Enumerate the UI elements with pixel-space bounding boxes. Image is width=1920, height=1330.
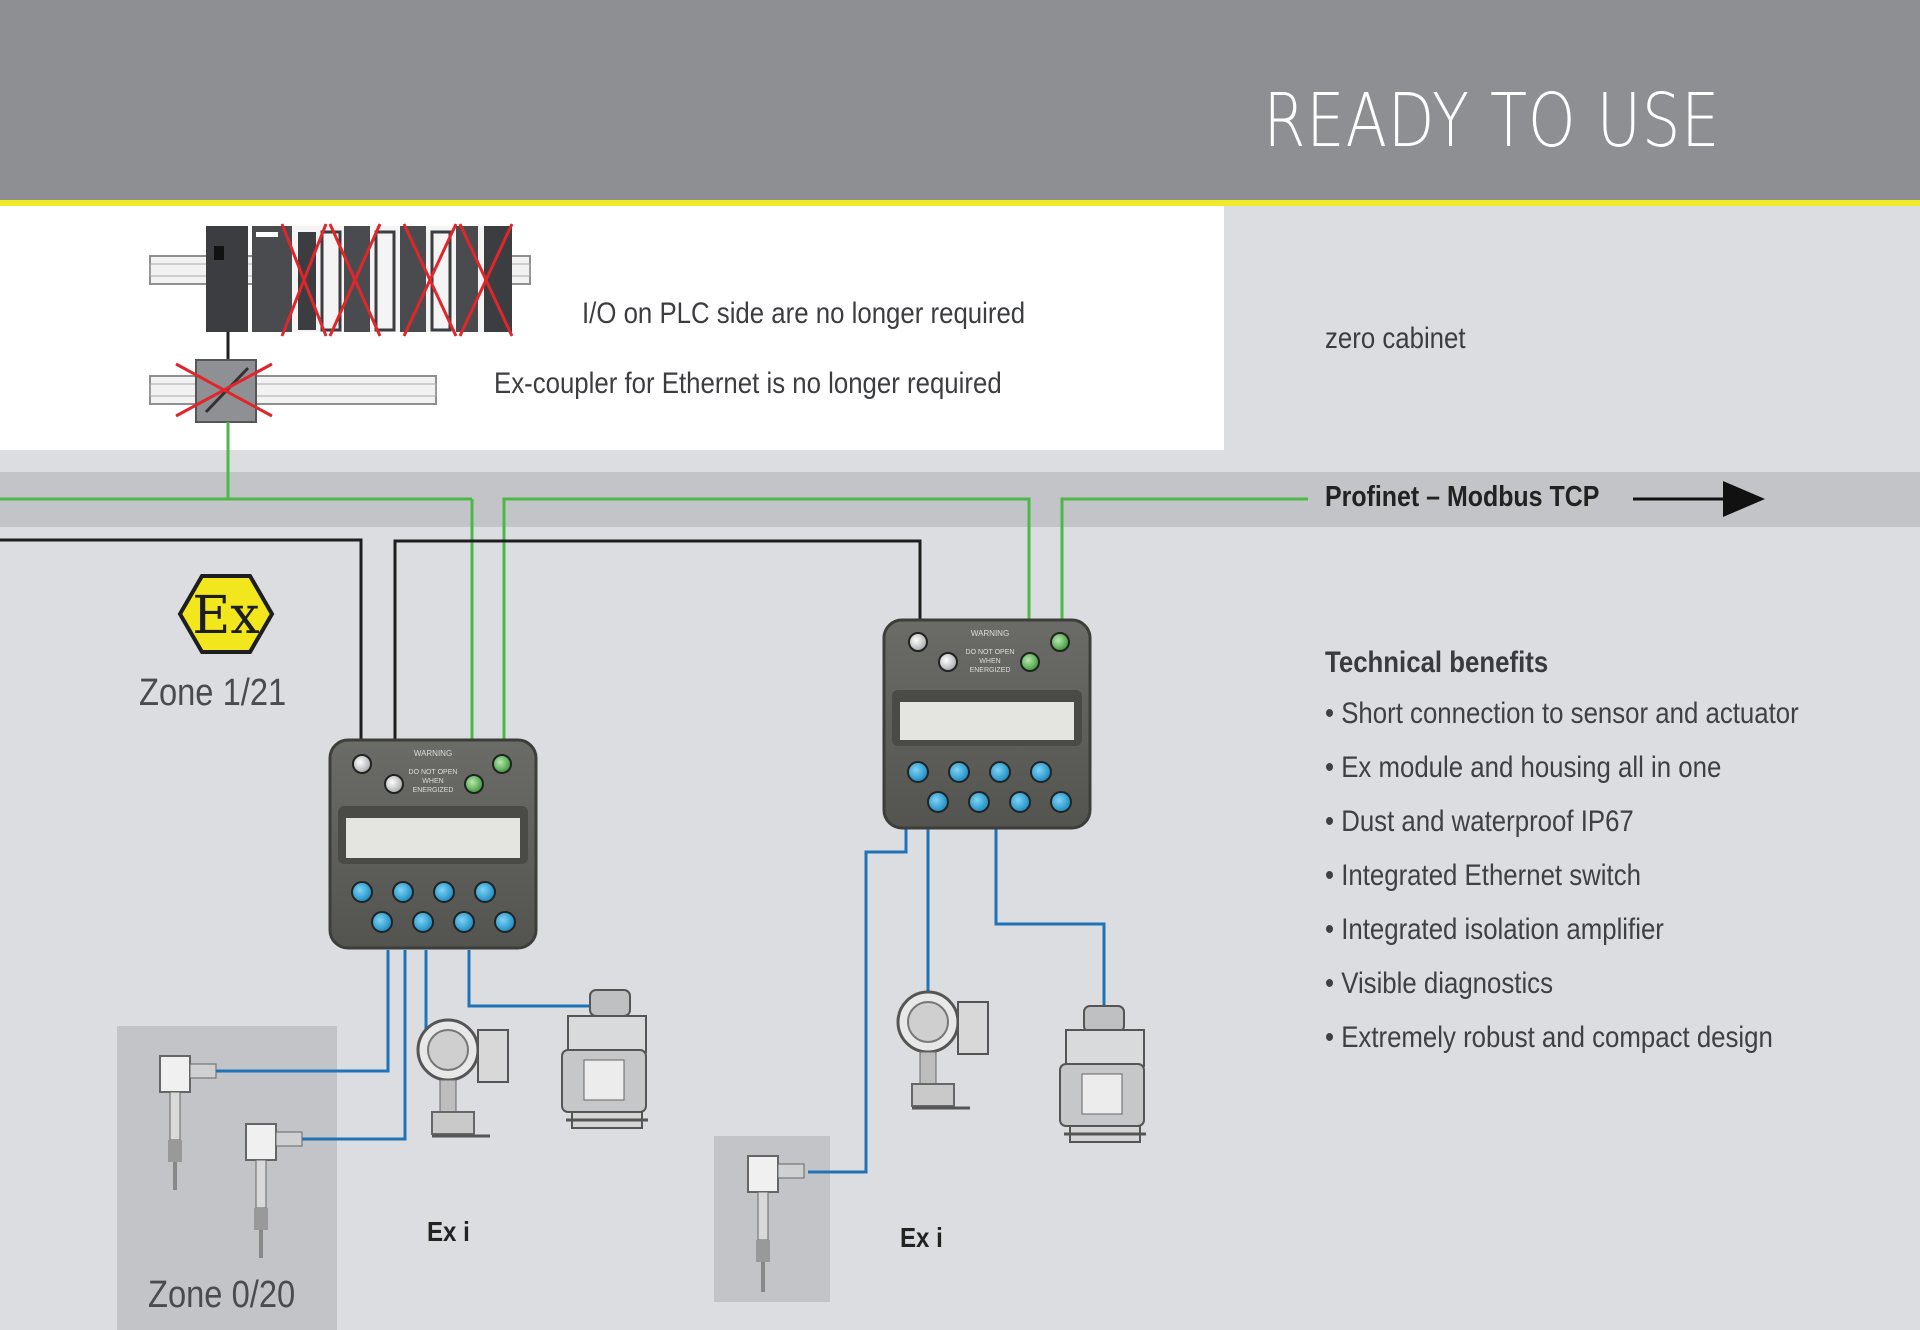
energized-text: ENERGIZED	[970, 667, 1011, 674]
benefit-item: • Dust and waterproof IP67	[1325, 805, 1634, 838]
technical-benefits: Technical benefits • Short connection to…	[1325, 646, 1876, 1072]
valve-actuator-2	[1059, 1005, 1146, 1143]
benefit-item: • Short connection to sensor and actuato…	[1325, 697, 1799, 730]
do-not-open-text: DO NOT OPEN	[966, 649, 1015, 656]
warning-text: WARNING	[971, 629, 1009, 638]
header-bar	[0, 0, 1920, 200]
benefit-item: • Integrated Ethernet switch	[1325, 859, 1641, 892]
page-title: READY TO USE	[1262, 78, 1720, 164]
ex-hazard-icon: Ex	[177, 574, 275, 654]
ex-i-label-right: Ex i	[900, 1222, 943, 1253]
zone-0-20-label: Zone 0/20	[148, 1274, 296, 1316]
temperature-sensor-1	[159, 1055, 217, 1190]
accent-line	[0, 200, 1920, 206]
benefit-item: • Ex module and housing all in one	[1325, 751, 1722, 784]
ex-coupler	[149, 332, 437, 423]
benefit-item: • Integrated isolation amplifier	[1325, 913, 1664, 946]
power-lines	[0, 538, 922, 748]
signal-lines	[216, 828, 1106, 1174]
valve-actuator-1	[561, 989, 648, 1129]
ex-symbol-text: Ex	[192, 586, 259, 646]
temperature-sensor-3	[747, 1155, 805, 1292]
benefit-item: • Extremely robust and compact design	[1325, 1021, 1773, 1054]
io-module-right: WARNING DO NOT OPEN WHEN ENERGIZED	[882, 618, 1092, 830]
plc-rack	[149, 223, 531, 337]
temperature-sensor-2	[245, 1123, 303, 1258]
io-plc-note: I/O on PLC side are no longer required	[582, 297, 1026, 330]
do-not-open-text: DO NOT OPEN	[409, 769, 458, 776]
ex-coupler-note: Ex-coupler for Ethernet is no longer req…	[494, 367, 1002, 400]
zone-0-20-area	[117, 1026, 337, 1330]
io-module-left: WARNING DO NOT OPEN WHEN ENERGIZED	[328, 738, 538, 950]
warning-text: WARNING	[414, 749, 452, 758]
pressure-transmitter-1	[416, 1018, 509, 1138]
pressure-transmitter-2	[896, 990, 989, 1110]
when-text: WHEN	[422, 778, 443, 785]
benefits-title: Technical benefits	[1325, 646, 1549, 679]
zone-1-21-label: Zone 1/21	[139, 672, 287, 714]
when-text: WHEN	[979, 658, 1000, 665]
network-label: Profinet – Modbus TCP	[1325, 481, 1600, 513]
zero-cabinet-label: zero cabinet	[1325, 322, 1466, 355]
energized-text: ENERGIZED	[413, 787, 454, 794]
benefit-item: • Visible diagnostics	[1325, 967, 1553, 1000]
ex-i-label-left: Ex i	[427, 1216, 470, 1247]
